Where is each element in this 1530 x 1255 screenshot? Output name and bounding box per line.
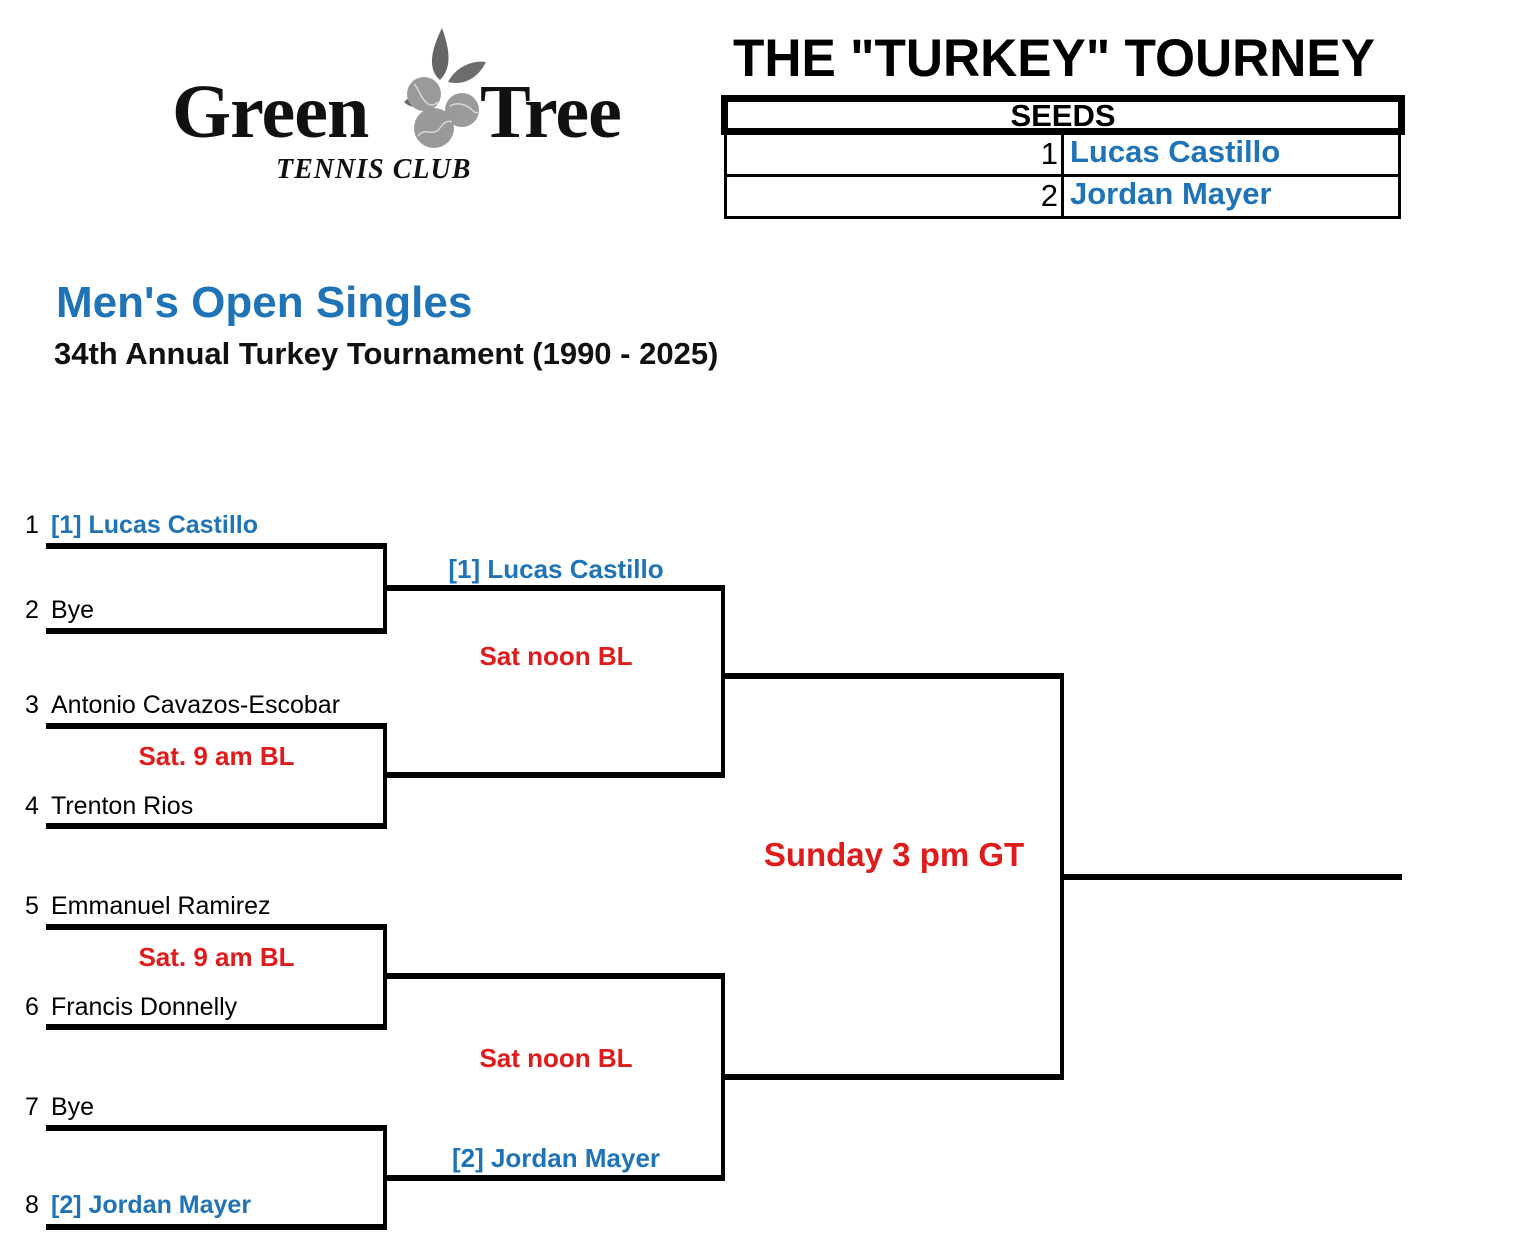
seeds-table: SEEDS 1 Lucas Castillo 2 Jordan Mayer [721,95,1405,219]
bracket-line-r2-1 [383,585,725,591]
seed-player-name: Lucas Castillo [1070,134,1281,169]
event-subtitle: 34th Annual Turkey Tournament (1990 - 20… [54,336,719,371]
bracket-line-slot-7 [46,1125,387,1131]
match-schedule: Sat noon BL [479,1043,633,1073]
event-title: Men's Open Singles [56,278,473,327]
bracket-entry: 6 Francis Donnelly [25,995,237,1020]
bracket-line-final-top [721,673,1064,679]
match-schedule: Sat. 9 am BL [138,942,295,972]
slot-number: 1 [25,511,39,539]
slot-number: 6 [25,993,39,1021]
player-name: Bye [51,1093,95,1121]
slot-number: 2 [25,596,39,624]
bracket-entry: 8 [2] Jordan Mayer [25,1193,251,1218]
player-name: Francis Donnelly [51,993,238,1021]
bracket-entry: 3 Antonio Cavazos-Escobar [25,693,340,718]
player-name: [1] Lucas Castillo [51,511,258,539]
club-logo: Green Tree TENNIS CLUB [168,22,638,192]
player-name: Trenton Rios [51,792,194,820]
seed-number: 1 [727,135,1064,174]
player-name: Bye [51,596,95,624]
seed-number: 2 [727,177,1064,216]
advancing-player: [1] Lucas Castillo [448,554,664,584]
bracket-line-slot-1 [46,543,387,549]
bracket-line-champion [1060,874,1402,880]
tennis-balls-with-leaves-icon [404,28,486,148]
bracket-entry: 1 [1] Lucas Castillo [25,513,258,538]
player-name: Antonio Cavazos-Escobar [51,691,341,719]
slot-number: 7 [25,1093,39,1121]
seed-row: 1 Lucas Castillo [724,135,1401,177]
bracket-line-slot-2 [46,628,387,634]
slot-number: 5 [25,892,39,920]
seed-row: 2 Jordan Mayer [724,177,1401,219]
bracket-line-slot-6 [46,1024,387,1030]
bracket-line-r2-4 [383,1175,725,1181]
advancing-player: [2] Jordan Mayer [451,1143,661,1173]
bracket-line-slot-4 [46,823,387,829]
bracket-entry: 5 Emmanuel Ramirez [25,894,271,919]
logo-subtitle: TENNIS CLUB [276,154,472,185]
bracket-line-slot-5 [46,924,387,930]
bracket-connector-r2-top [721,585,725,778]
bracket-line-slot-8 [46,1224,387,1230]
player-name: Emmanuel Ramirez [51,892,271,920]
bracket-line-final-bottom [721,1074,1064,1080]
match-schedule: Sat noon BL [479,641,633,671]
bracket-line-slot-3 [46,723,387,729]
player-name: [2] Jordan Mayer [51,1191,252,1219]
bracket-entry: 2 Bye [25,598,94,623]
tourney-title: THE "TURKEY" TOURNEY [733,29,1375,88]
slot-number: 8 [25,1191,39,1219]
logo-word-tree: Tree [480,70,622,154]
match-schedule: Sat. 9 am BL [138,741,295,771]
bracket-line-r2-2 [383,772,725,778]
seed-player-name: Jordan Mayer [1070,176,1272,211]
seeds-heading: SEEDS [721,95,1405,135]
bracket-entry: 4 Trenton Rios [25,794,193,819]
bracket-entry: 7 Bye [25,1095,94,1120]
final-schedule: Sunday 3 pm GT [763,836,1025,873]
slot-number: 3 [25,691,39,719]
bracket-line-r2-3 [383,973,725,979]
logo-word-green: Green [172,70,369,154]
slot-number: 4 [25,792,39,820]
